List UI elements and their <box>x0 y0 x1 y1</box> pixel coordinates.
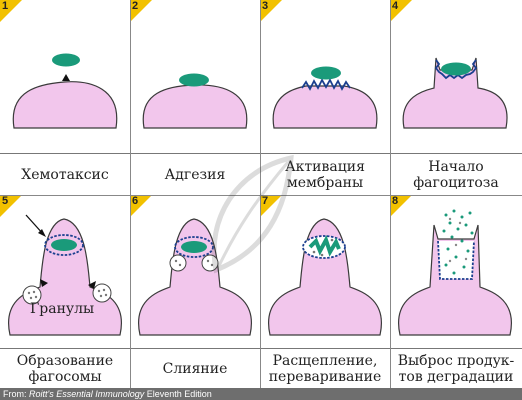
panel-3: 3 <box>260 0 390 153</box>
phagocyte-cell <box>402 57 508 129</box>
step-number: 6 <box>132 195 139 207</box>
phagocyte-cell <box>267 218 383 336</box>
activated-membrane <box>301 78 351 91</box>
panel-7-illustration <box>267 218 383 336</box>
source-book-title: Roitt's Essential Immunology <box>29 389 145 399</box>
step-number: 3 <box>262 0 269 12</box>
granule-arrow-icon <box>40 279 48 287</box>
step-badge <box>0 195 22 217</box>
step-badge <box>130 0 152 22</box>
panel-7: 7 <box>260 195 390 348</box>
granules-label: Гранулы <box>30 301 95 317</box>
phagocyte-cell <box>142 84 248 129</box>
panel-1-illustration <box>12 53 118 129</box>
fusing-granule <box>169 254 187 272</box>
caption-3: Активация мембраны <box>260 153 390 195</box>
caption-1: Хемотаксис <box>0 153 130 195</box>
panel-4-illustration <box>402 57 508 129</box>
released-particles <box>442 209 474 275</box>
source-edition: Eleventh Edition <box>144 389 212 399</box>
panel-2: 2 <box>130 0 260 153</box>
panel-1: 1 <box>0 0 130 153</box>
grid-divider <box>0 195 522 196</box>
caption-5: Образование фагосомы <box>0 348 130 388</box>
caption-7: Расщепление, переваривание <box>260 348 390 388</box>
opened-vesicle <box>437 240 475 280</box>
grid-divider <box>130 0 131 388</box>
granule <box>22 285 42 305</box>
phagocyte-cell <box>272 85 378 129</box>
leaf-watermark-icon <box>211 154 294 274</box>
step-badge <box>260 195 282 217</box>
digested-bacterium <box>308 235 341 257</box>
bacterium <box>52 53 80 67</box>
granule-arrow-icon <box>88 281 96 289</box>
phagocyte-cell <box>137 218 253 336</box>
grid-divider <box>260 0 261 388</box>
panel-5-illustration <box>7 214 123 336</box>
pointer-arrow-icon <box>38 229 46 237</box>
phagosome-membrane <box>44 234 84 256</box>
bacterium <box>311 66 341 80</box>
step-number: 7 <box>262 195 269 207</box>
panel-4: 4 <box>390 0 520 153</box>
caption-4: Начало фагоцитоза <box>390 153 522 195</box>
grid-divider <box>390 0 391 388</box>
bacterium <box>441 62 471 76</box>
step-number: 5 <box>2 195 9 207</box>
caption-6: Слияние <box>130 348 260 388</box>
caption-2: Адгезия <box>130 153 260 195</box>
step-number: 8 <box>392 195 399 207</box>
source-prefix: From: <box>3 389 29 399</box>
panel-5: 5 Гранулы <box>0 195 130 348</box>
step-badge <box>0 0 22 22</box>
phagocyte-cell <box>7 218 123 336</box>
panel-8-illustration <box>397 209 513 336</box>
caption-8: Выброс продук- тов деградации <box>390 348 522 388</box>
panel-2-illustration <box>142 73 248 129</box>
step-badge <box>390 0 412 22</box>
source-credit: From: Roitt's Essential Immunology Eleve… <box>0 388 522 400</box>
step-badge <box>390 195 412 217</box>
engulfing-membrane <box>434 59 478 80</box>
panel-8: 8 <box>390 195 520 348</box>
bacterium <box>179 73 209 87</box>
granule <box>92 283 112 303</box>
panel-6-illustration <box>137 218 253 336</box>
chemotaxis-arrow-icon <box>62 74 70 81</box>
step-badge <box>130 195 152 217</box>
step-badge <box>260 0 282 22</box>
bacterium <box>51 239 77 251</box>
fusing-granule <box>201 254 219 272</box>
phagocyte-cell <box>397 224 513 336</box>
phagosome-membrane <box>174 236 214 258</box>
step-number: 1 <box>2 0 9 12</box>
step-number: 2 <box>132 0 139 12</box>
phagocyte-cell <box>12 81 118 129</box>
step-number: 4 <box>392 0 399 12</box>
bacterium <box>181 241 207 253</box>
panel-3-illustration <box>272 66 378 129</box>
panel-6: 6 <box>130 195 260 348</box>
